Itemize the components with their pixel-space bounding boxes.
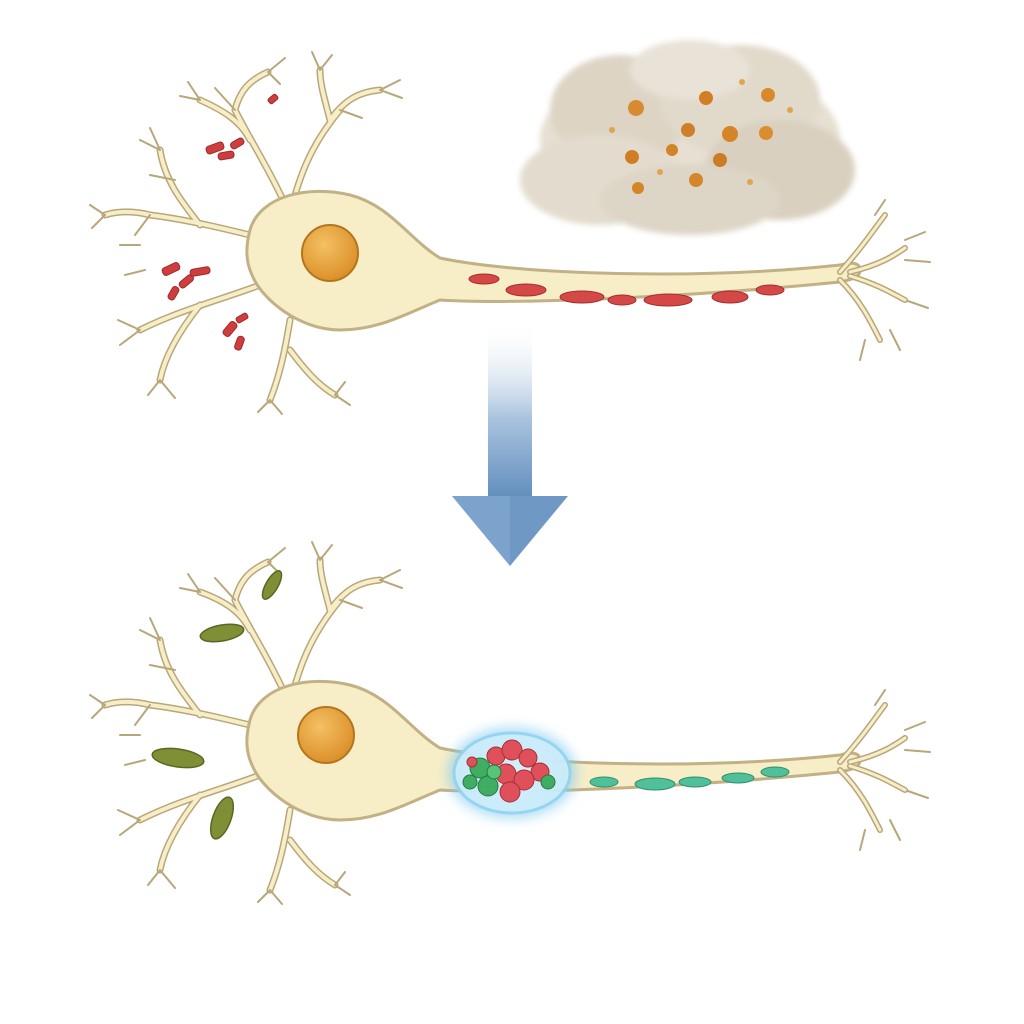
panel-after bbox=[89, 541, 931, 905]
amyloid-plaque-cloud bbox=[520, 40, 855, 235]
dendrite-olive-buds bbox=[151, 570, 283, 840]
neuron-bottom bbox=[89, 541, 931, 905]
molecular-cluster bbox=[462, 739, 556, 803]
down-arrow-icon bbox=[452, 318, 568, 566]
panel-before bbox=[89, 40, 931, 415]
dendrite-red-aggregates bbox=[161, 93, 279, 351]
axon-terminal-top bbox=[838, 213, 907, 342]
neuron-top bbox=[89, 51, 931, 415]
nucleus-top bbox=[301, 224, 359, 282]
dendrite-twigs-top bbox=[89, 51, 931, 415]
axon-red-deposits bbox=[468, 273, 785, 307]
dendrite-twigs-bottom bbox=[89, 541, 931, 905]
nucleus-bottom bbox=[297, 706, 355, 764]
plaque-particles bbox=[609, 79, 793, 194]
axon-terminal-bottom bbox=[838, 703, 907, 832]
axon-green-segments bbox=[589, 766, 790, 791]
